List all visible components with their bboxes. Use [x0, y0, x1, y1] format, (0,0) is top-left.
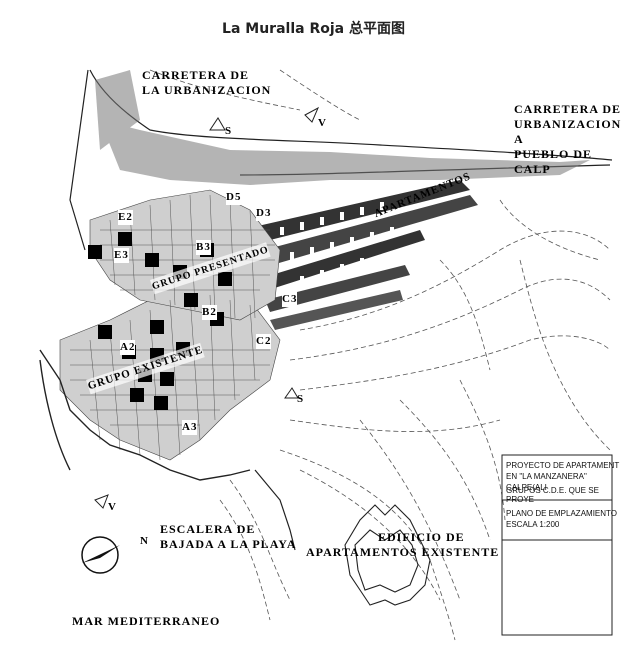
block-letter: D3	[256, 206, 272, 221]
block-letter: C2	[256, 334, 272, 349]
label-building-existing: EDIFICIO DE APARTAMENTOS EXISTENTE	[306, 530, 499, 560]
title-block-plan: PLANO DE EMPLAZAMIENTO ESCALA 1:200	[506, 508, 617, 530]
block-letter: B3	[196, 240, 211, 255]
existing-building-outline	[344, 504, 431, 606]
coastline	[39, 349, 251, 481]
label-line: EDIFICIO DE	[378, 530, 465, 544]
section-mark-s1: S	[225, 125, 233, 137]
title-block-line: EN "LA MANZANERA" CALPE(ALI	[506, 472, 587, 492]
label-line: ESCALERA DE	[160, 522, 256, 536]
section-mark-v1: V	[318, 117, 327, 129]
block-letter: A3	[182, 420, 198, 435]
apartment-rows	[240, 180, 478, 330]
label-road-top-left: CARRETERA DE LA URBANIZACION	[142, 68, 271, 98]
block-letter: D5	[226, 190, 242, 205]
road-shading	[95, 70, 590, 185]
title-block-project: PROYECTO DE APARTAMENT EN "LA MANZANERA"…	[506, 460, 627, 493]
compass-icon	[81, 536, 120, 574]
label-line: CARRETERA DE	[142, 68, 250, 82]
compass-north-letter: N	[140, 535, 149, 547]
complex-blocks	[59, 189, 281, 461]
block-letter: C3	[282, 292, 298, 307]
section-markers	[94, 106, 320, 509]
title-block-frame	[501, 454, 613, 636]
label-line: APARTAMENTOS EXISTENTE	[306, 545, 500, 559]
label-line: PUEBLO DE CALP	[514, 147, 593, 176]
label-line: LA URBANIZACION	[142, 83, 272, 97]
title-block-line: PLANO DE EMPLAZAMIENTO	[506, 509, 617, 518]
label-line: BAJADA A LA PLAYA	[160, 537, 297, 551]
label-line: URBANIZACION A	[514, 117, 622, 146]
section-mark-s2: S	[297, 393, 305, 405]
title-block-line: ESCALA 1:200	[506, 520, 560, 529]
block-letter: A2	[120, 340, 136, 355]
label-road-top-right: CARRETERA DE URBANIZACION A PUEBLO DE CA…	[514, 102, 627, 177]
label-sea: MAR MEDITERRANEO	[72, 614, 221, 628]
block-letter: B2	[202, 305, 217, 320]
beach-stair-line	[254, 469, 296, 551]
block-letter: E3	[114, 248, 129, 263]
apartment-openings	[280, 202, 394, 284]
label-stair: ESCALERA DE BAJADA A LA PLAYA	[160, 522, 296, 552]
label-line: CARRETERA DE	[514, 102, 622, 116]
section-mark-v2: V	[108, 501, 117, 513]
contour-lines	[149, 69, 611, 641]
block-letter: E2	[118, 210, 133, 225]
page-title: La Muralla Roja 总平面图	[222, 21, 405, 37]
title-block-line: PROYECTO DE APARTAMENT	[506, 461, 620, 470]
complex-grid-lines	[70, 194, 275, 461]
title-block-groups: GRUPOS C.D.E. QUE SE PROYE	[506, 486, 599, 504]
